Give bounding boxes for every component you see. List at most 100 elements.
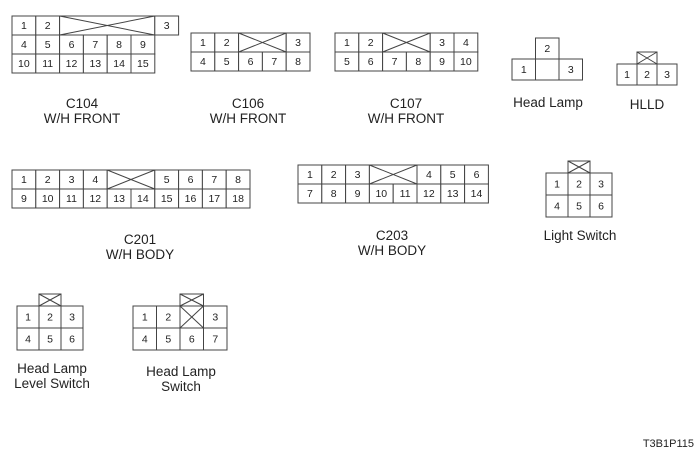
- pin-number: 14: [471, 188, 483, 200]
- connector-name: Head Lamp: [513, 95, 583, 110]
- pin-cell: [225, 188, 251, 209]
- connector-name: Light Switch: [544, 228, 617, 243]
- connector-subtitle: W/H FRONT: [368, 111, 445, 126]
- pin-number: 2: [576, 179, 582, 191]
- connector-subtitle: W/H BODY: [106, 247, 174, 262]
- blank-cross-line: [636, 51, 658, 65]
- pin-number: 7: [212, 334, 218, 346]
- pin-cell: [60, 327, 84, 351]
- pin-number: 3: [439, 37, 445, 49]
- pin-cell: [656, 63, 678, 86]
- pin-number: 1: [142, 312, 148, 324]
- pin-number: 12: [66, 58, 78, 70]
- pin-number: 9: [355, 188, 361, 200]
- pin-cell: [285, 51, 311, 72]
- pin-number: 2: [224, 37, 230, 49]
- connector-name: C106: [232, 96, 264, 111]
- pin-number: 15: [137, 58, 149, 70]
- blank-cross-line: [179, 293, 204, 307]
- pin-cell: [558, 58, 583, 81]
- pin-number: 6: [474, 169, 480, 181]
- pin-number: 3: [69, 174, 75, 186]
- pin-number: 6: [598, 201, 604, 213]
- pin-number: 1: [344, 37, 350, 49]
- pin-cell: [464, 183, 489, 204]
- pin-number: 6: [188, 174, 194, 186]
- pin-number: 4: [554, 201, 560, 213]
- pin-number: 2: [47, 312, 53, 324]
- pin-number: 18: [232, 193, 244, 205]
- blank-cross-line: [238, 32, 287, 53]
- pin-number: 2: [644, 69, 650, 81]
- pin-number: 5: [164, 174, 170, 186]
- pin-number: 1: [200, 37, 206, 49]
- connector-subtitle: Switch: [161, 379, 201, 394]
- pin-number: 12: [89, 193, 101, 205]
- pin-number: 5: [45, 39, 51, 51]
- pin-number: 3: [598, 179, 604, 191]
- pin-number: 6: [69, 39, 75, 51]
- connector-name: Head Lamp: [17, 361, 87, 376]
- pin-number: 13: [89, 58, 101, 70]
- pin-cell: [203, 327, 228, 351]
- blank-cross-line: [179, 305, 204, 329]
- pin-number: 8: [331, 188, 337, 200]
- connector-subtitle: W/H BODY: [358, 243, 426, 258]
- pin-number: 3: [69, 312, 75, 324]
- blank-cross-line: [38, 293, 62, 307]
- pin-number: 16: [185, 193, 197, 205]
- pin-number: 6: [368, 56, 374, 68]
- pin-number: 5: [224, 56, 230, 68]
- pin-number: 11: [66, 193, 77, 205]
- pin-cell: [453, 51, 479, 72]
- blank-cross-line: [59, 15, 155, 36]
- blank-cross-line: [382, 32, 431, 53]
- pin-number: 1: [554, 179, 560, 191]
- pin-number: 5: [450, 169, 456, 181]
- connector-name: HLLD: [630, 97, 665, 112]
- pin-number: 6: [69, 334, 75, 346]
- pin-cell: [130, 53, 156, 74]
- pin-number: 8: [116, 39, 122, 51]
- pin-number: 7: [211, 174, 217, 186]
- pin-number: 4: [142, 334, 148, 346]
- pin-number: 8: [235, 174, 241, 186]
- pin-number: 17: [208, 193, 220, 205]
- pin-number: 10: [18, 58, 30, 70]
- pin-number: 2: [45, 20, 51, 32]
- connector-subtitle: Level Switch: [14, 376, 90, 391]
- pin-number: 10: [460, 56, 472, 68]
- pin-number: 4: [463, 37, 469, 49]
- pin-number: 7: [92, 39, 98, 51]
- pin-number: 3: [568, 64, 574, 76]
- pin-number: 8: [295, 56, 301, 68]
- pin-number: 14: [113, 58, 125, 70]
- pin-number: 2: [45, 174, 51, 186]
- pin-number: 13: [113, 193, 125, 205]
- pin-number: 2: [368, 37, 374, 49]
- pin-number: 10: [42, 193, 54, 205]
- blank-cross-line: [567, 160, 591, 174]
- pin-number: 7: [392, 56, 398, 68]
- pin-number: 5: [165, 334, 171, 346]
- pin-number: 3: [664, 69, 670, 81]
- pin-number: 5: [576, 201, 582, 213]
- pin-cell: [154, 15, 180, 36]
- pin-number: 15: [161, 193, 173, 205]
- pin-number: 4: [25, 334, 31, 346]
- pin-cell: [535, 58, 560, 81]
- pin-number: 1: [21, 174, 27, 186]
- pin-number: 3: [164, 20, 170, 32]
- pin-number: 11: [400, 188, 411, 200]
- connector-name: Head Lamp: [146, 364, 216, 379]
- pin-number: 5: [47, 334, 53, 346]
- connector-subtitle: W/H FRONT: [44, 111, 121, 126]
- pin-number: 12: [423, 188, 435, 200]
- pin-number: 4: [92, 174, 98, 186]
- pin-number: 2: [544, 43, 550, 55]
